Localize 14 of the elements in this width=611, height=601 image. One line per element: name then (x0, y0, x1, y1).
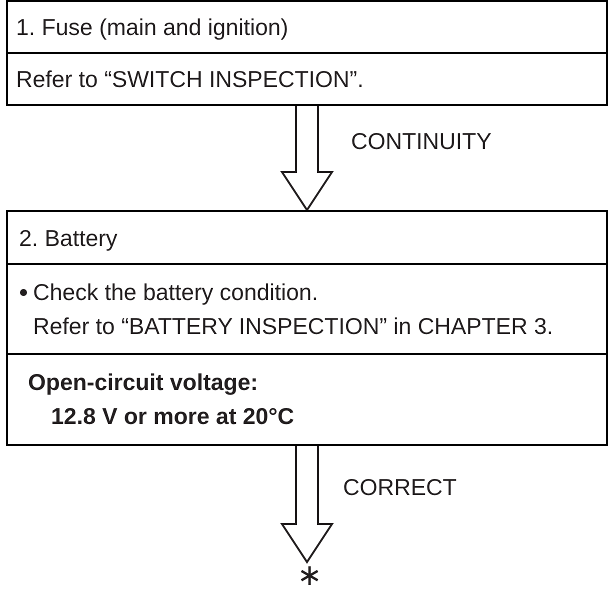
step-title: 2. Battery (19, 224, 118, 252)
step-title: 1. Fuse (main and ignition) (16, 13, 290, 41)
step-instruction: Check the battery condition. (33, 278, 320, 307)
spec-label: Open-circuit voltage: (27, 368, 260, 397)
step-instruction: Refer to “SWITCH INSPECTION”. (16, 65, 365, 93)
edge-label: CORRECT (343, 474, 457, 501)
hollow-arrow (280, 445, 334, 564)
spec-value: 12.8 V or more at 20°C (50, 402, 296, 431)
edge-label: CONTINUITY (351, 128, 492, 155)
hollow-arrow (280, 105, 334, 212)
continue-mark: ∗ (297, 562, 322, 590)
step-instruction: Refer to “BATTERY INSPECTION” in CHAPTER 3. (33, 312, 554, 341)
step-box (6, 210, 608, 446)
step-box (6, 0, 608, 106)
